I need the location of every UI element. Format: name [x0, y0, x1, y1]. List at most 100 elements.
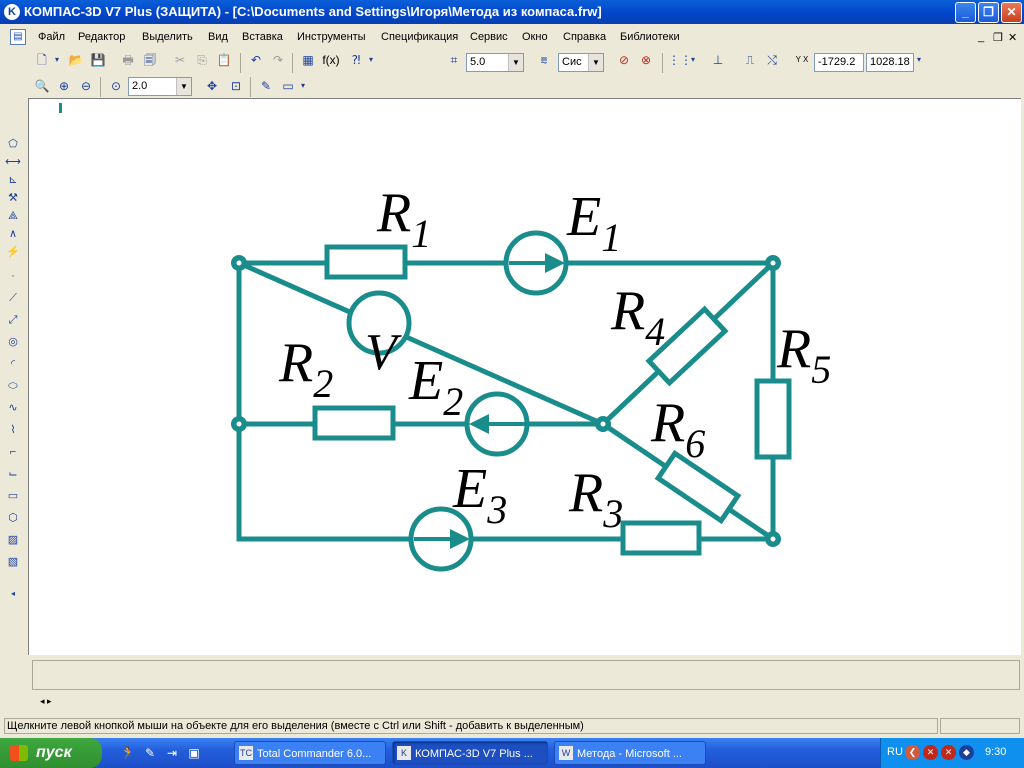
undo-icon[interactable]: ↶	[250, 53, 262, 67]
start-button[interactable]: пуск	[0, 738, 102, 768]
coord-x-field[interactable]: -1729.2	[814, 53, 864, 72]
menu-tools[interactable]: Инструменты	[297, 31, 366, 43]
variables-icon[interactable]: ▦	[302, 53, 314, 67]
mdi-restore-button[interactable]: ❐	[993, 32, 1003, 44]
step-icon[interactable]: ⌗	[450, 53, 458, 67]
task-kompas[interactable]: K КОМПАС-3D V7 Plus ...	[392, 741, 548, 765]
coord-y-field[interactable]: 1028.18	[866, 53, 914, 72]
quicklaunch-runner-icon[interactable]: 🏃	[120, 746, 136, 760]
grid-dropdown-icon[interactable]: ▾	[690, 55, 695, 64]
tray-antivirus-icon[interactable]: ✕	[923, 745, 938, 760]
step-combo[interactable]: 5.0 ▼	[466, 53, 524, 72]
quicklaunch-app-icon[interactable]: ⇥	[166, 746, 178, 760]
ellipse-tool-icon[interactable]: ⬭	[8, 380, 18, 392]
scroll-arrows[interactable]: ◂ ▸	[40, 696, 52, 706]
chamfer-tool-icon[interactable]: ⌐	[9, 446, 17, 458]
step-dropdown-icon[interactable]: ▼	[508, 54, 523, 71]
zoom-scale-icon[interactable]: ⊙	[110, 79, 122, 93]
layers-icon[interactable]: ⩳	[540, 53, 548, 67]
quicklaunch-pencil-icon[interactable]: ✎	[144, 746, 156, 760]
menu-edit[interactable]: Редактор	[78, 31, 126, 43]
spline-tool-icon[interactable]: ∿	[8, 402, 18, 414]
quicklaunch-winamp-icon[interactable]: ▣	[188, 746, 200, 760]
zoom-dropdown-icon[interactable]: ▼	[176, 78, 191, 95]
cut-icon[interactable]: ✂	[174, 53, 186, 67]
zoom-in-icon[interactable]: ⊕	[58, 79, 70, 93]
polyline-tool-icon[interactable]: ⌇	[10, 424, 16, 436]
show-all-icon[interactable]: ⊡	[230, 79, 242, 93]
contour-tool-icon[interactable]: ▧	[7, 556, 19, 568]
ortho-mode-icon[interactable]: ⎍	[745, 53, 755, 67]
hatch-tool-icon[interactable]: ▨	[7, 534, 19, 546]
segment-tool-icon[interactable]: ⤢	[8, 314, 18, 326]
open-folder-icon[interactable]: 📂	[68, 53, 84, 67]
select-panel-icon[interactable]: ⚡	[6, 246, 20, 258]
menu-window[interactable]: Окно	[522, 31, 548, 43]
redo-icon[interactable]: ↷	[272, 53, 284, 67]
language-indicator[interactable]: RU	[887, 746, 903, 758]
print-icon[interactable]: 🖶	[122, 53, 134, 67]
point-tool-icon[interactable]: ·	[11, 270, 15, 282]
close-button[interactable]: ✕	[1001, 2, 1022, 23]
zoom-window-icon[interactable]: 🔍	[34, 79, 50, 93]
menu-file[interactable]: Файл	[38, 31, 66, 43]
document-icon[interactable]: ▤	[10, 29, 26, 45]
menu-help[interactable]: Справка	[563, 31, 607, 43]
display-dropdown-icon[interactable]: ▾	[300, 81, 305, 90]
tray-utility-icon[interactable]: ◆	[959, 745, 974, 760]
measure-panel-icon[interactable]: ∧	[8, 228, 18, 240]
geometry-panel-icon[interactable]: ⬠	[8, 138, 18, 150]
minimize-button[interactable]: _	[955, 2, 976, 23]
layer-dropdown-icon[interactable]: ▼	[588, 54, 603, 71]
parametrize-panel-icon[interactable]: ⟁	[8, 210, 18, 222]
menu-service[interactable]: Сервис	[470, 31, 508, 43]
round-off-icon[interactable]: ⤭	[767, 53, 777, 67]
menu-libraries[interactable]: Библиотеки	[620, 31, 680, 43]
snap-magnet-icon[interactable]: ⊘	[618, 53, 630, 67]
zoom-out-icon[interactable]: ⊖	[80, 79, 92, 93]
edit-panel-icon[interactable]: ⚒	[8, 192, 18, 204]
mdi-close-button[interactable]: ✕	[1008, 32, 1018, 44]
save-icon[interactable]: 💾	[90, 53, 106, 67]
local-coordinates-icon[interactable]: ⊥	[712, 53, 724, 67]
zoom-combo[interactable]: 2.0 ▼	[128, 77, 192, 96]
mdi-minimize-button[interactable]: _	[978, 31, 985, 43]
system-tray: RU ❮ ✕ ✕ ◆ 9:30	[880, 738, 1024, 768]
paste-icon[interactable]: 📋	[216, 53, 232, 67]
fx-icon[interactable]: f(x)	[322, 53, 340, 67]
rectangle-tool-icon[interactable]: ▭	[7, 490, 19, 502]
menu-select[interactable]: Выделить	[142, 31, 193, 43]
grid-icon[interactable]: ⋮⋮	[668, 53, 692, 67]
task-total-commander[interactable]: TC Total Commander 6.0...	[234, 741, 386, 765]
local-snap-icon[interactable]: ⊗	[640, 53, 652, 67]
task-word[interactable]: W Метода - Microsoft ...	[554, 741, 706, 765]
auxiliary-line-icon[interactable]: ⟋	[9, 292, 17, 304]
copy-icon[interactable]: ⎘	[197, 53, 207, 67]
menu-view[interactable]: Вид	[208, 31, 228, 43]
menu-insert[interactable]: Вставка	[242, 31, 283, 43]
fillet-tool-icon[interactable]: ⌙	[8, 468, 18, 480]
display-mode-icon[interactable]: ▭	[282, 79, 294, 93]
standard-toolbar: 🗋 ▾ 📂 💾 🖶 🗐 ✂ ⎘ 📋 ↶ ↷ ▦ f(x) ⁈ ▾ ⌗ 5.0 ▼…	[0, 50, 1024, 76]
tray-back-icon[interactable]: ❮	[905, 745, 920, 760]
context-help-icon[interactable]: ⁈	[351, 53, 361, 67]
start-label: пуск	[36, 744, 72, 761]
new-document-icon[interactable]: 🗋	[37, 53, 47, 67]
properties-icon[interactable]: ✎	[260, 79, 272, 93]
dimensions-panel-icon[interactable]: ⟷	[5, 156, 21, 168]
coord-dropdown-icon[interactable]: ▾	[916, 55, 921, 64]
menu-specification[interactable]: Спецификация	[381, 31, 459, 43]
polygon-tool-icon[interactable]: ⬡	[8, 512, 18, 524]
circle-tool-icon[interactable]: ◎	[8, 336, 18, 348]
print-preview-icon[interactable]: 🗐	[144, 53, 156, 67]
pan-icon[interactable]: ✥	[206, 79, 218, 93]
symbols-panel-icon[interactable]: ⊾	[8, 174, 18, 186]
layer-combo[interactable]: Сис ▼	[558, 53, 604, 72]
help-dropdown-icon[interactable]: ▾	[368, 55, 373, 64]
new-dropdown-icon[interactable]: ▾	[54, 55, 59, 64]
panel-scroll-icon[interactable]: ◂	[10, 589, 15, 598]
drawing-canvas[interactable]: V R1 E1 R2 E2 E3 R3 R4 R5 R6	[28, 98, 1021, 655]
arc-tool-icon[interactable]: ◜	[10, 358, 16, 370]
restore-button[interactable]: ❐	[978, 2, 999, 23]
tray-network-icon[interactable]: ✕	[941, 745, 956, 760]
